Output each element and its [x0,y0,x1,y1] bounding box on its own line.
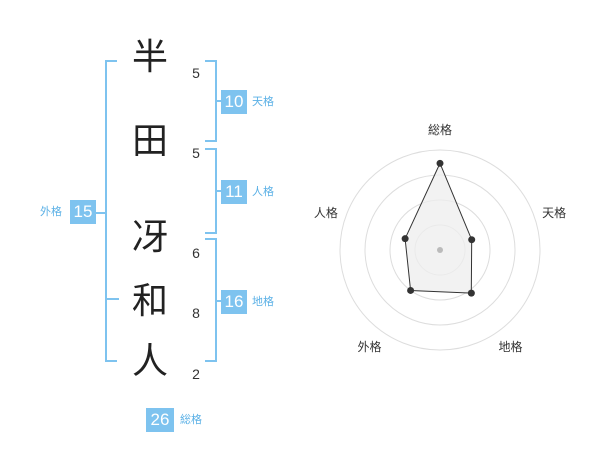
jinkaku-bracket [205,148,217,234]
stroke-count-1: 5 [192,65,200,81]
radar-point-1 [436,159,444,167]
gaikaku-tick [94,212,105,214]
tenkaku-tick [217,100,221,102]
gaikaku-inner-tick [107,298,119,300]
tenkaku-value: 10 [221,90,247,114]
gaikaku-value: 15 [70,200,96,224]
jinkaku-tick [217,190,221,192]
stroke-count-5: 2 [192,366,200,382]
radar-point-5 [401,235,409,243]
radar-point-4 [407,286,415,294]
radar-axis-label-5: 人格 [314,205,338,220]
radar-point-2 [468,236,476,244]
radar-axis-label-2: 天格 [542,205,566,220]
jinkaku-value: 11 [221,180,247,204]
chikaku-bracket [205,238,217,362]
jinkaku-label: 人格 [252,185,274,198]
stroke-count-2: 5 [192,145,200,161]
radar-data-points [401,159,476,297]
chikaku-label: 地格 [252,295,274,308]
name-char-4: 和 [131,281,168,322]
gaikaku-label: 外格 [40,205,62,218]
stroke-count-4: 8 [192,305,200,321]
chikaku-tick [217,300,221,302]
radar-ring-4 [339,149,541,351]
name-char-5: 人 [131,341,168,382]
soukaku-label: 総格 [180,413,202,426]
name-char-3: 冴 [131,217,168,258]
radar-center-dot [437,247,443,253]
stroke-count-3: 6 [192,245,200,261]
radar-point-3 [467,289,475,297]
soukaku-value: 26 [146,408,174,432]
tenkaku-label: 天格 [252,95,274,108]
radar-axis-label-4: 外格 [357,339,381,354]
radar-data-polygon [404,162,473,294]
radar-axis-label-1: 総格 [428,122,452,137]
name-char-1: 半 [131,37,168,78]
gaikaku-bracket [105,60,117,362]
name-char-2: 田 [131,121,168,162]
radar-axis-label-3: 地格 [499,339,523,354]
chikaku-value: 16 [221,290,247,314]
tenkaku-bracket [205,60,217,142]
